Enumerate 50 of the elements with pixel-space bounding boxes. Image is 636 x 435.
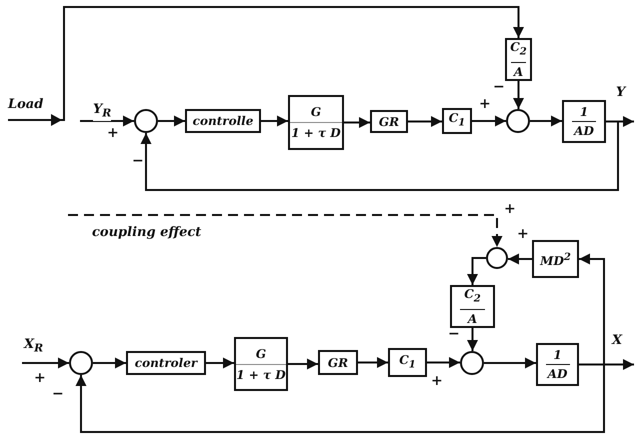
summing-junction bbox=[460, 351, 484, 375]
transfer-function-block bbox=[450, 285, 495, 328]
numerator-text: C$_{2}$ bbox=[510, 40, 527, 60]
transfer-function-block bbox=[536, 343, 579, 386]
numerator-text: C$_{2}$ bbox=[464, 287, 481, 307]
transfer-function-block bbox=[442, 108, 472, 134]
transfer-function-block bbox=[505, 38, 532, 81]
transfer-function-block bbox=[185, 109, 261, 133]
sign-label: + bbox=[431, 374, 443, 388]
sign-label: − bbox=[448, 327, 460, 341]
transfer-function-block bbox=[388, 348, 427, 377]
signal-label: Y$_{R}$ bbox=[93, 103, 112, 121]
denominator-text: AD bbox=[574, 124, 594, 138]
block-label: GR bbox=[328, 356, 348, 370]
numerator-text: G bbox=[256, 346, 266, 360]
annotation-text: coupling effect bbox=[92, 226, 202, 240]
block-label: controlle bbox=[192, 114, 254, 128]
sign-label: − bbox=[132, 154, 144, 168]
numerator-text: 1 bbox=[553, 348, 562, 362]
transfer-function-block bbox=[234, 337, 288, 391]
sign-label: + bbox=[479, 97, 491, 111]
denominator-text: 1 + τ D bbox=[291, 126, 341, 140]
sign-label: − bbox=[52, 387, 64, 401]
sign-label: + bbox=[517, 227, 529, 241]
transfer-function-block bbox=[370, 110, 408, 133]
denominator-text: A bbox=[468, 312, 478, 326]
sign-label: + bbox=[34, 371, 46, 385]
block-label: GR bbox=[378, 114, 400, 128]
numerator-text: G bbox=[310, 105, 322, 119]
numerator-text: 1 bbox=[580, 105, 588, 119]
transfer-function-block bbox=[532, 240, 579, 278]
transfer-function-block bbox=[288, 95, 344, 150]
summing-junction bbox=[69, 351, 93, 375]
sign-label: − bbox=[493, 80, 505, 94]
denominator-text: AD bbox=[548, 367, 568, 381]
summing-junction bbox=[506, 109, 530, 133]
denominator-text: 1 + τ D bbox=[236, 368, 286, 382]
signal-label: Load bbox=[8, 98, 44, 112]
block-label: MD$^{2}$ bbox=[540, 250, 571, 268]
sign-label: + bbox=[107, 126, 119, 140]
transfer-function-block bbox=[126, 351, 206, 375]
summing-junction bbox=[486, 247, 508, 269]
summing-junction bbox=[134, 109, 158, 133]
block-label: C$_{1}$ bbox=[448, 111, 466, 131]
transfer-function-block bbox=[562, 100, 606, 143]
transfer-function-block bbox=[318, 350, 358, 375]
block-label: C$_{1}$ bbox=[399, 352, 416, 372]
sign-label: + bbox=[504, 202, 516, 216]
denominator-text: A bbox=[514, 64, 524, 79]
block-label: controler bbox=[134, 356, 198, 370]
